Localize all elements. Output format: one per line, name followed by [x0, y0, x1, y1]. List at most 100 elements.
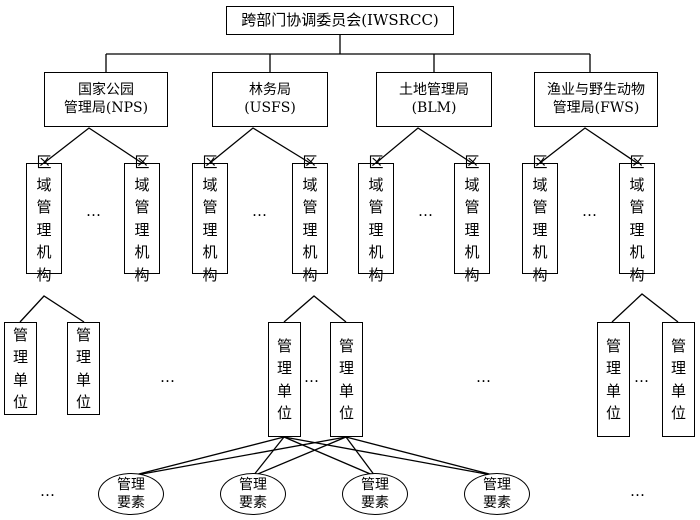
- regional-box: 区域管理机构: [192, 153, 228, 284]
- vertical-char: 单: [670, 381, 686, 400]
- vertical-char: 管: [670, 336, 686, 355]
- vertical-char: 管: [368, 198, 384, 216]
- vertical-char: 理: [532, 220, 548, 239]
- vertical-char: 机: [202, 243, 218, 261]
- vertical-char: 机: [134, 243, 150, 261]
- regional-box: 区域管理机构: [619, 153, 655, 284]
- unit-box: 管理单位: [330, 322, 363, 437]
- vertical-char: 区: [532, 153, 548, 171]
- agency-box-usfs: 林务局 (USFS): [212, 72, 328, 127]
- element-line2: 要素: [239, 495, 267, 511]
- regional-box: 区域管理机构: [454, 153, 490, 284]
- element-ellipse: 管理 要素: [220, 473, 286, 515]
- vertical-char: 管: [134, 198, 150, 216]
- vertical-char: 机: [532, 243, 548, 261]
- element-ellipse: 管理 要素: [98, 473, 164, 515]
- ellipsis: …: [634, 368, 651, 386]
- vertical-char: 管: [464, 198, 480, 216]
- vertical-char: 理: [629, 220, 645, 239]
- regional-box: 区域管理机构: [292, 153, 328, 284]
- vertical-char: 管: [532, 198, 548, 216]
- vertical-char: 管: [276, 336, 292, 355]
- vertical-char: 管: [302, 198, 318, 216]
- vertical-char: 区: [464, 153, 480, 171]
- element-line2: 要素: [117, 495, 145, 511]
- element-line2: 要素: [361, 495, 389, 511]
- ellipsis: …: [630, 482, 647, 500]
- vertical-char: 区: [629, 153, 645, 171]
- regional-box: 区域管理机构: [358, 153, 394, 284]
- unit-box: 管理单位: [268, 322, 301, 437]
- vertical-char: 机: [368, 243, 384, 261]
- vertical-char: 构: [532, 265, 548, 284]
- vertical-char: 构: [464, 265, 480, 284]
- vertical-char: 构: [202, 265, 218, 284]
- ellipsis: …: [582, 202, 599, 220]
- vertical-char: 构: [134, 265, 150, 284]
- vertical-char: 单: [75, 370, 91, 389]
- vertical-char: 位: [75, 393, 91, 411]
- vertical-char: 单: [338, 381, 354, 400]
- vertical-char: 位: [605, 404, 621, 422]
- ellipsis: …: [476, 368, 493, 386]
- agency-box-nps: 国家公园 管理局(NPS): [44, 72, 168, 127]
- vertical-char: 理: [276, 359, 292, 377]
- vertical-char: 域: [36, 175, 52, 194]
- committee-label: 跨部门协调委员会(IWSRCC): [241, 11, 439, 30]
- vertical-char: 理: [605, 359, 621, 377]
- vertical-char: 位: [276, 404, 292, 422]
- element-line1: 管理: [117, 476, 145, 493]
- vertical-char: 区: [134, 153, 150, 171]
- vertical-char: 区: [202, 153, 218, 171]
- vertical-char: 区: [368, 153, 384, 171]
- unit-box: 管理单位: [4, 322, 37, 415]
- vertical-char: 域: [464, 175, 480, 194]
- element-line2: 要素: [483, 495, 511, 511]
- element-line1: 管理: [483, 476, 511, 493]
- vertical-char: 管: [629, 198, 645, 216]
- agency-box-fws: 渔业与野生动物 管理局(FWS): [534, 72, 658, 127]
- element-line1: 管理: [239, 476, 267, 493]
- vertical-char: 构: [368, 265, 384, 284]
- element-ellipse: 管理 要素: [342, 473, 408, 515]
- vertical-char: 机: [464, 243, 480, 261]
- regional-box: 区域管理机构: [26, 153, 62, 284]
- vertical-char: 单: [12, 370, 28, 389]
- vertical-char: 单: [276, 381, 292, 400]
- element-line1: 管理: [361, 476, 389, 493]
- vertical-char: 理: [36, 220, 52, 239]
- ellipsis: …: [160, 368, 177, 386]
- unit-box: 管理单位: [67, 322, 100, 415]
- agency-line1: 林务局: [249, 82, 291, 98]
- vertical-char: 区: [36, 153, 52, 171]
- ellipsis: …: [86, 202, 103, 220]
- vertical-char: 构: [302, 265, 318, 284]
- ellipsis: …: [40, 482, 57, 500]
- committee-box: 跨部门协调委员会(IWSRCC): [226, 6, 454, 35]
- vertical-char: 理: [202, 220, 218, 239]
- vertical-char: 管: [36, 198, 52, 216]
- vertical-char: 域: [302, 175, 318, 194]
- agency-box-blm: 土地管理局 (BLM): [376, 72, 492, 127]
- vertical-char: 区: [302, 153, 318, 171]
- regional-box: 区域管理机构: [124, 153, 160, 284]
- vertical-char: 理: [464, 220, 480, 239]
- vertical-char: 域: [629, 175, 645, 194]
- element-ellipse: 管理 要素: [464, 473, 530, 515]
- vertical-char: 位: [338, 404, 354, 422]
- agency-line2: 管理局(NPS): [63, 99, 149, 116]
- agency-line1: 渔业与野生动物: [547, 82, 645, 98]
- regional-box: 区域管理机构: [522, 153, 558, 284]
- vertical-char: 机: [629, 243, 645, 261]
- vertical-char: 理: [302, 220, 318, 239]
- vertical-char: 域: [532, 175, 548, 194]
- agency-line2: (BLM): [411, 99, 457, 116]
- ellipsis: …: [252, 202, 269, 220]
- vertical-char: 域: [368, 175, 384, 194]
- agency-line1: 土地管理局: [399, 82, 469, 98]
- vertical-char: 理: [134, 220, 150, 239]
- vertical-char: 位: [12, 393, 28, 411]
- vertical-char: 位: [670, 404, 686, 422]
